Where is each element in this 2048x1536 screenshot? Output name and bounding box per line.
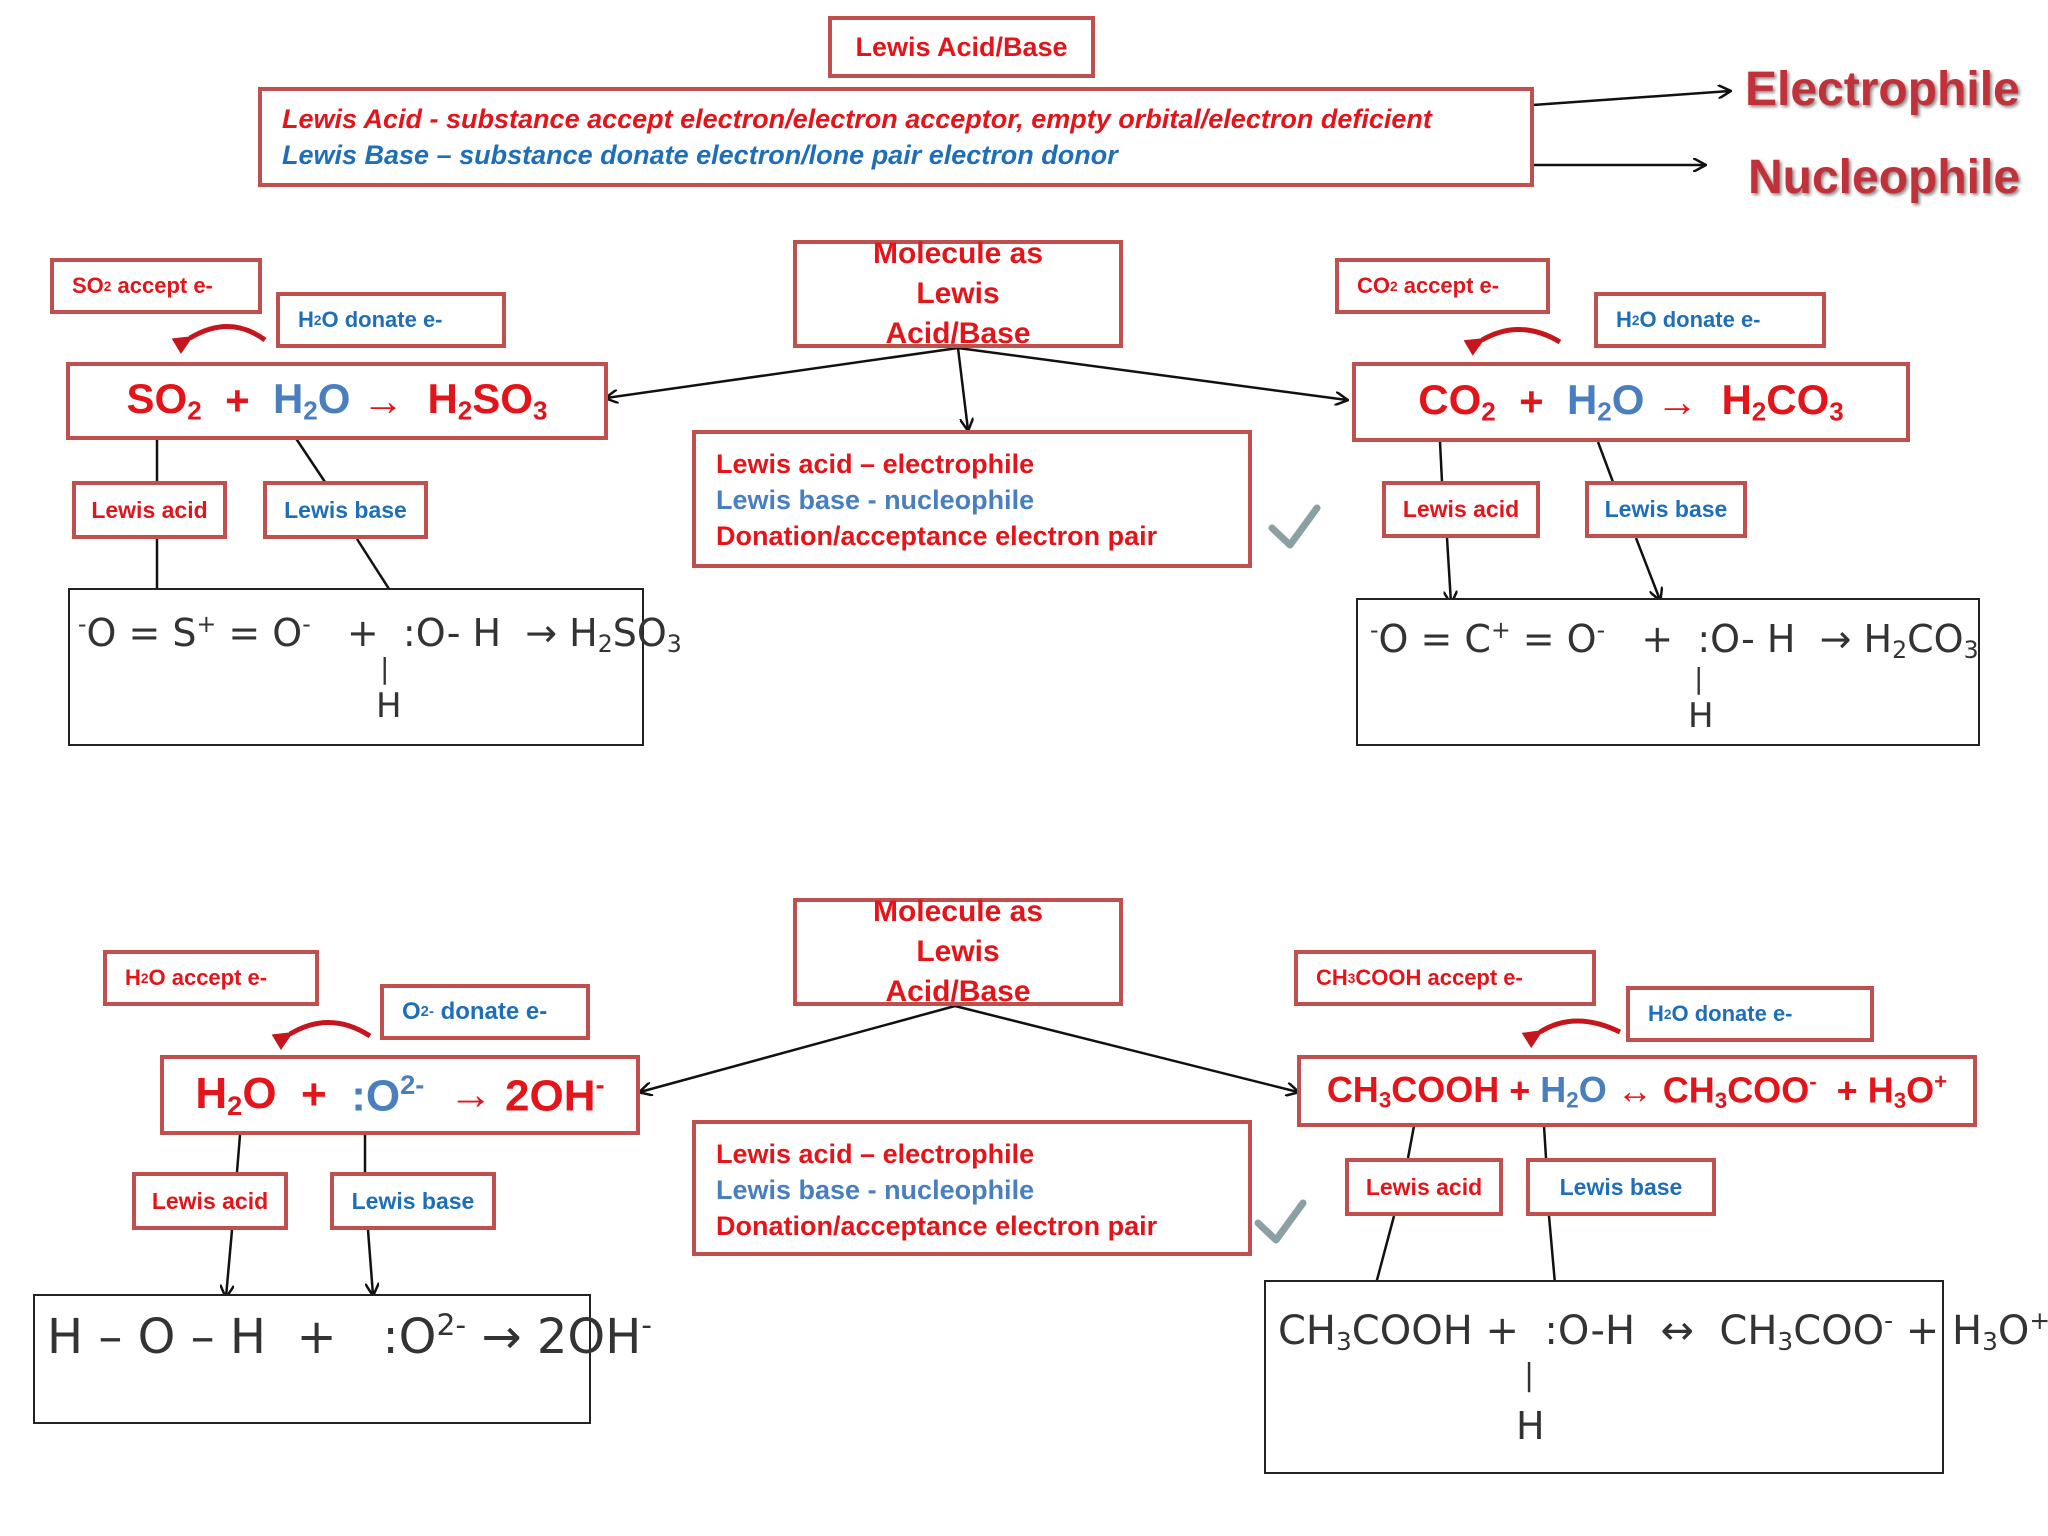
ch3cooh-equation: CH3COOH + H2O ↔ CH3COO- + H3O+ [1297,1055,1977,1127]
curved-arrow-icon [271,1020,372,1050]
co2-lewis-base-label: Lewis base [1585,481,1747,538]
molecule-lewis-box-2: Molecule as Lewis Acid/Base [793,895,1123,1008]
lewis-acid-definition: Lewis Acid - substance accept electron/e… [282,104,1432,134]
so2-lewis-acid-label: Lewis acid [72,481,227,539]
checkmark-icon [1268,504,1321,549]
ch3cooh-lewis-acid-label: Lewis acid [1345,1158,1503,1216]
co2-structure-box: -O = C+ = O- + :O- H → H2CO3 | H [1356,598,1980,746]
o2-lewis-base-label: Lewis base [330,1172,496,1230]
ch3cooh-structure-box: CH3COOH + :O-H ↔ CH3COO- + H3O+ | H [1264,1280,2048,1474]
so2-equation: SO2 + H2O → H2SO3 [66,362,608,440]
arrow-to-electrophile [1504,91,1730,109]
so2-lewis-base-label: Lewis base [263,481,428,539]
curved-arrow-icon [1463,327,1562,356]
definitions-box: Lewis Acid - substance accept electron/e… [258,87,1534,187]
h2o-o2-equation: H2O + :O2- → 2OH- [160,1055,640,1135]
curved-arrow-icon [171,324,267,354]
checkmark-icon [1254,1199,1307,1244]
co2-lewis-acid-label: Lewis acid [1382,481,1540,538]
page-title: Lewis Acid/Base [828,16,1095,78]
lewis-info-box-2: Lewis acid – electrophile Lewis base - n… [692,1120,1252,1256]
curved-arrow-icon [1521,1018,1622,1049]
h2o-lewis-acid-label: Lewis acid [132,1172,288,1230]
electrophile-label: Electrophile [1745,63,2020,116]
lewis-base-definition: Lewis Base – substance donate electron/l… [282,140,1118,170]
so2-structure-box: -O = S+ = O- + :O- H → H2SO3 | H [68,588,682,746]
molecule-lewis-box: Molecule as Lewis Acid/Base [793,237,1123,350]
ch3cooh-lewis-base-label: Lewis base [1526,1158,1716,1216]
h2o-o2-structure-box: H – O – H + :O2- → 2OH- [33,1294,652,1424]
lewis-info-box: Lewis acid – electrophile Lewis base - n… [692,430,1252,568]
co2-equation: CO2 + H2O → H2CO3 [1352,362,1910,442]
nucleophile-label: Nucleophile [1748,151,2021,204]
